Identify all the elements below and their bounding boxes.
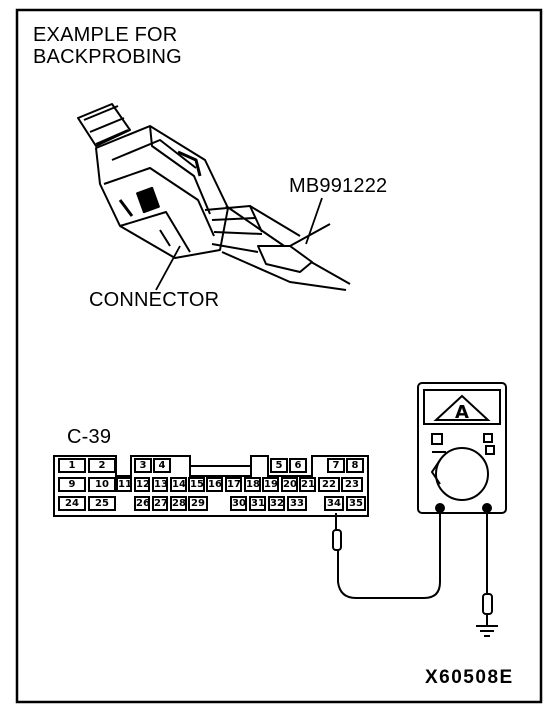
tool-label: MB991222 bbox=[289, 175, 388, 197]
connector-leader-line bbox=[155, 245, 181, 291]
connector-pin-10: 10 bbox=[88, 477, 116, 492]
figure-reference: X60508E bbox=[425, 667, 514, 688]
connector-pin-5: 5 bbox=[270, 458, 288, 473]
connector-pin-26: 26 bbox=[134, 496, 150, 511]
connector-pin-28: 28 bbox=[170, 496, 187, 511]
connector-pin-27: 27 bbox=[152, 496, 168, 511]
connector-pin-30: 30 bbox=[230, 496, 247, 511]
connector-pin-32: 32 bbox=[268, 496, 285, 511]
connector-pin-3: 3 bbox=[134, 458, 152, 473]
connector-pin-9: 9 bbox=[58, 477, 86, 492]
ground-symbol bbox=[476, 625, 498, 637]
connector-pin-16: 16 bbox=[206, 477, 223, 492]
connector-face-outline bbox=[53, 455, 369, 517]
figure-title-line-2: BACKPROBING bbox=[33, 46, 182, 68]
tool-leader-line bbox=[305, 197, 323, 245]
connector-pin-7: 7 bbox=[327, 458, 345, 473]
connector-pin-25: 25 bbox=[88, 496, 116, 511]
connector-pin-22: 22 bbox=[318, 477, 340, 492]
connector-pin-23: 23 bbox=[341, 477, 363, 492]
svg-text:A: A bbox=[455, 402, 469, 423]
connector-pin-33: 33 bbox=[287, 496, 307, 511]
connector-illustration bbox=[77, 103, 351, 291]
connector-pin-14: 14 bbox=[170, 477, 187, 492]
connector-pin-12: 12 bbox=[134, 477, 150, 492]
connector-pin-1: 1 bbox=[58, 458, 86, 473]
connector-pin-8: 8 bbox=[346, 458, 364, 473]
connector-pin-13: 13 bbox=[152, 477, 168, 492]
ammeter-icon bbox=[433, 394, 491, 421]
test-leads bbox=[332, 512, 498, 637]
connector-pin-24: 24 bbox=[58, 496, 86, 511]
connector-pin-17: 17 bbox=[225, 477, 242, 492]
connector-pin-11: 11 bbox=[116, 477, 132, 492]
connector-pin-18: 18 bbox=[244, 477, 261, 492]
connector-pin-4: 4 bbox=[153, 458, 171, 473]
figure-border bbox=[15, 8, 543, 704]
connector-pin-19: 19 bbox=[262, 477, 279, 492]
multimeter: A bbox=[417, 382, 507, 514]
connector-pin-35: 35 bbox=[346, 496, 366, 511]
connector-pin-29: 29 bbox=[188, 496, 208, 511]
connector-pin-15: 15 bbox=[188, 477, 205, 492]
figure-title-line-1: EXAMPLE FOR bbox=[33, 24, 178, 46]
connector-pin-31: 31 bbox=[249, 496, 266, 511]
connector-label: CONNECTOR bbox=[89, 289, 220, 311]
connector-pin-34: 34 bbox=[324, 496, 344, 511]
connector-pin-2: 2 bbox=[88, 458, 116, 473]
connector-pin-20: 20 bbox=[281, 477, 298, 492]
connector-pin-6: 6 bbox=[289, 458, 307, 473]
connector-id-label: C-39 bbox=[67, 426, 112, 448]
connector-pin-21: 21 bbox=[299, 477, 316, 492]
